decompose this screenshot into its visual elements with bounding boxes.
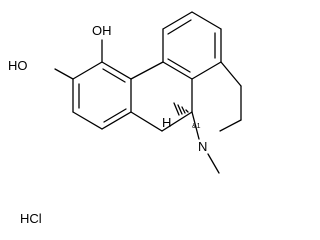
apomorphine-hydrochloride-structure: OH HO N H &1 HCl bbox=[8, 11, 242, 226]
n-methyl-bond bbox=[207, 153, 220, 174]
catechol-ring bbox=[72, 61, 132, 130]
stereo-label: &1 bbox=[192, 123, 201, 130]
stereo-hash-bond bbox=[173, 102, 189, 116]
oh-bond-left bbox=[54, 68, 74, 80]
piperidine-ring bbox=[191, 61, 242, 140]
hydroxyl-label-left: HO bbox=[8, 58, 28, 73]
hydroxyl-label-top: OH bbox=[92, 23, 112, 38]
aromatic-ring-upper bbox=[162, 11, 222, 80]
salt-label: HCl bbox=[20, 211, 42, 226]
hydrogen-label: H bbox=[162, 115, 171, 130]
nitrogen-label: N bbox=[198, 139, 207, 154]
central-ring bbox=[130, 61, 193, 132]
